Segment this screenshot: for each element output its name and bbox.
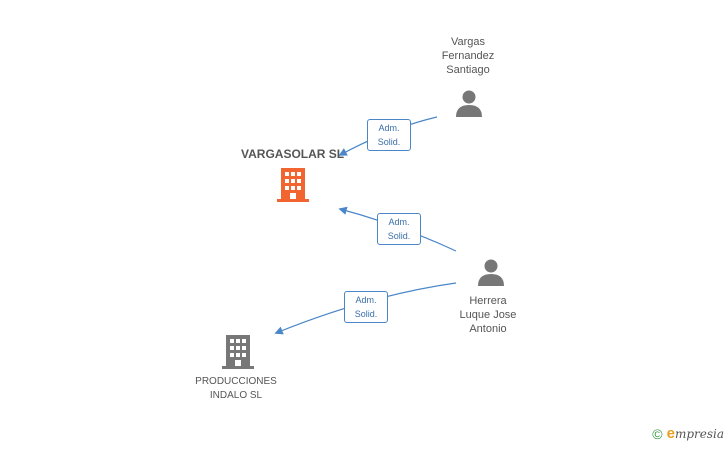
edge-label-adm-solid: Adm. Solid. [367, 119, 411, 151]
company-label-vargasolar[interactable]: VARGASOLAR SL [241, 147, 345, 161]
brand-logo-initial: e [666, 425, 675, 442]
person-icon[interactable] [476, 257, 506, 287]
copyright-icon: © [652, 425, 663, 442]
person-label-vargas[interactable]: Vargas Fernandez Santiago [441, 36, 495, 76]
brand-logo-text: mpresia [674, 426, 724, 441]
company-label-producciones[interactable]: PRODUCCIONES INDALO SL [195, 376, 277, 401]
person-icon[interactable] [454, 88, 484, 118]
edge-label-adm-solid: Adm. Solid. [377, 213, 421, 245]
edge-label-adm-solid: Adm. Solid. [344, 291, 388, 323]
building-icon[interactable] [222, 335, 254, 369]
person-label-herrera[interactable]: Herrera Luque Jose Antonio [459, 295, 517, 335]
footer-brand: © e mpresia [652, 425, 724, 442]
building-icon[interactable] [277, 168, 309, 202]
